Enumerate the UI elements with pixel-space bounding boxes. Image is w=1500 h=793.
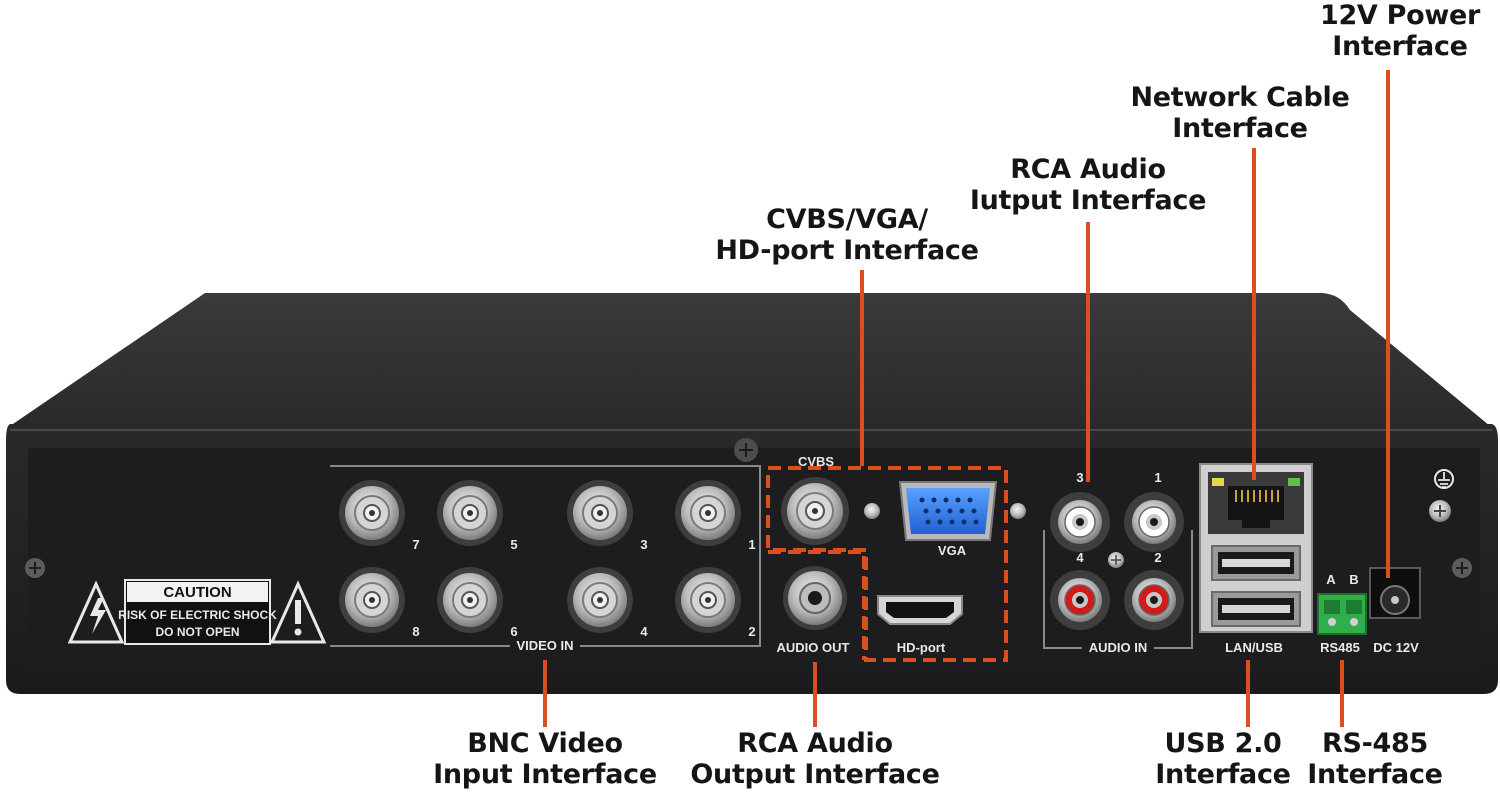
side-screw-right	[1452, 558, 1472, 578]
rs485-b-label: B	[1349, 572, 1358, 587]
bnc-connector: 3	[567, 480, 648, 552]
callout-rca-output-interface: RCA Audio Output Interface	[684, 728, 946, 790]
audio-channel-number: 1	[1154, 470, 1161, 485]
callout-network-line2: Interface	[1172, 113, 1308, 144]
audio-in-screw	[1108, 552, 1124, 568]
bnc-channel-number: 7	[412, 537, 419, 552]
caution-line1: RISK OF ELECTRIC SHOCK	[118, 608, 277, 622]
lan-usb-label: LAN/USB	[1225, 640, 1283, 655]
callout-rca-input-interface: RCA Audio Iutput Interface	[968, 154, 1208, 216]
callout-lines	[543, 70, 1390, 727]
bnc-connector: 1	[675, 480, 756, 552]
caution-label: CAUTION RISK OF ELECTRIC SHOCK DO NOT OP…	[118, 579, 277, 645]
audio-channel-number: 2	[1154, 550, 1161, 565]
callout-rs485-interface: RS-485 Interface	[1300, 728, 1450, 790]
bnc-channel-number: 4	[640, 624, 648, 639]
lan-usb-module	[1199, 463, 1313, 633]
callout-rca-output-line2: Output Interface	[690, 759, 940, 790]
callout-network-interface: Network Cable Interface	[1120, 82, 1360, 144]
callout-bnc-line2: Input Interface	[433, 759, 657, 790]
callout-video-output-interface: CVBS/VGA/ HD-port Interface	[712, 204, 982, 266]
ground-screw	[1429, 500, 1451, 522]
bnc-connector: 7	[339, 480, 420, 552]
audio-in-rca-connector: 3	[1050, 470, 1110, 552]
dc-label: DC 12V	[1373, 640, 1419, 655]
bnc-channel-number: 1	[748, 537, 755, 552]
audio-out-dashed-box	[768, 550, 866, 660]
rs485-label: RS485	[1320, 640, 1360, 655]
rs485-a-label: A	[1326, 572, 1336, 587]
cvbs-bnc-connector	[781, 477, 849, 545]
hd-port	[877, 595, 963, 625]
callout-video-output-line1: CVBS/VGA/	[766, 204, 928, 235]
usb-port-2	[1211, 591, 1301, 627]
side-screw-left	[25, 558, 45, 578]
hdport-label: HD-port	[897, 640, 946, 655]
vga-label: VGA	[938, 543, 967, 558]
exclamation-warning-icon	[269, 580, 327, 644]
bnc-connectors: 7 5 3 1 8 6 4 2	[339, 480, 756, 639]
chassis-top	[10, 293, 1490, 426]
top-screw	[734, 438, 758, 462]
bnc-channel-number: 3	[640, 537, 647, 552]
audio-out-label: AUDIO OUT	[777, 640, 850, 655]
bnc-connector: 6	[437, 567, 518, 639]
audio-in-rca-connector: 2	[1124, 550, 1184, 630]
caution-line2: DO NOT OPEN	[155, 625, 239, 639]
audio-channel-number: 4	[1076, 550, 1084, 565]
callout-power-line2: Interface	[1332, 31, 1468, 62]
callout-rca-input-line2: Iutput Interface	[969, 185, 1207, 216]
audio-in-label: AUDIO IN	[1089, 640, 1148, 655]
callout-usb-line2: Interface	[1155, 759, 1291, 790]
bnc-channel-number: 8	[412, 624, 419, 639]
callout-usb-interface: USB 2.0 Interface	[1148, 728, 1298, 790]
callout-bnc-line1: BNC Video	[467, 728, 623, 759]
bnc-connector: 4	[567, 567, 648, 639]
lightning-warning-icon	[67, 580, 125, 644]
callout-video-output-line2: HD-port Interface	[715, 235, 979, 266]
vga-port	[864, 481, 1026, 541]
rs485-terminal	[1317, 593, 1367, 635]
audio-channel-number: 3	[1076, 470, 1083, 485]
callout-rs485-line2: Interface	[1307, 759, 1443, 790]
callout-rca-input-line1: RCA Audio	[1010, 154, 1166, 185]
audio-in-rca-connector: 4	[1050, 550, 1110, 630]
bnc-connector: 8	[339, 567, 420, 639]
caution-title: CAUTION	[163, 584, 231, 601]
callout-bnc-interface: BNC Video Input Interface	[425, 728, 665, 790]
callout-power-interface: 12V Power Interface	[1300, 0, 1500, 62]
bnc-channel-number: 2	[748, 624, 755, 639]
bnc-connector: 5	[437, 480, 518, 552]
audio-out-rca	[783, 566, 847, 630]
dc-jack	[1369, 567, 1421, 619]
callout-usb-line1: USB 2.0	[1164, 728, 1282, 759]
audio-in-rca-connector: 1	[1124, 470, 1184, 552]
callout-rca-output-line1: RCA Audio	[737, 728, 893, 759]
callout-rs485-line1: RS-485	[1321, 728, 1428, 759]
callout-power-line1: 12V Power	[1319, 0, 1481, 31]
ground-symbol-icon	[1434, 469, 1454, 489]
audio-in-rca-connectors: 3 1 4 2	[1050, 470, 1184, 630]
bnc-connector: 2	[675, 567, 756, 639]
cvbs-label: CVBS	[798, 454, 834, 469]
video-in-label: VIDEO IN	[516, 638, 573, 653]
bnc-channel-number: 5	[510, 537, 517, 552]
usb-port-1	[1211, 545, 1301, 581]
bnc-channel-number: 6	[510, 624, 517, 639]
callout-network-line1: Network Cable	[1130, 82, 1350, 113]
